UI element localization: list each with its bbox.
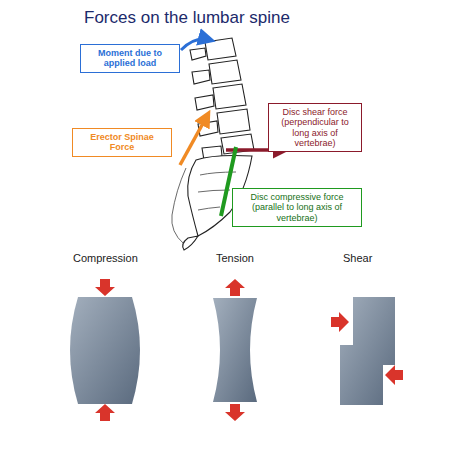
force-arrow [95, 279, 115, 296]
shear-shape [340, 297, 395, 405]
shape-label: Compression [73, 252, 138, 264]
callout-text: (perpendicular to long axis of vertebrae… [273, 117, 357, 148]
force-arrow [225, 404, 245, 421]
callout-box: Moment due to applied load [80, 44, 180, 73]
force-arrow [331, 312, 349, 332]
callout-text: Disc compressive force [237, 192, 357, 202]
force-arrow [225, 279, 245, 296]
force-arrow [95, 404, 115, 421]
diagram-title: Forces on the lumbar spine [84, 8, 290, 28]
shape-label: Shear [343, 252, 372, 264]
callout-box: Disc compressive force(parallel to long … [232, 188, 362, 227]
callout-text: Moment due to applied load [85, 48, 175, 69]
callout-text: (parallel to long axis of vertebrae) [237, 202, 357, 223]
erector-arrow [180, 116, 207, 165]
compression-shape [70, 297, 140, 404]
tension-shape [213, 298, 257, 402]
callout-text: Disc shear force [273, 107, 357, 117]
force-arrow [385, 365, 403, 385]
callout-box: Erector Spinae Force [72, 128, 172, 157]
callout-text: Erector Spinae Force [77, 132, 167, 153]
moment-arrow [181, 39, 210, 50]
callout-box: Disc shear force(perpendicular to long a… [268, 103, 362, 152]
shape-label: Tension [216, 252, 254, 264]
